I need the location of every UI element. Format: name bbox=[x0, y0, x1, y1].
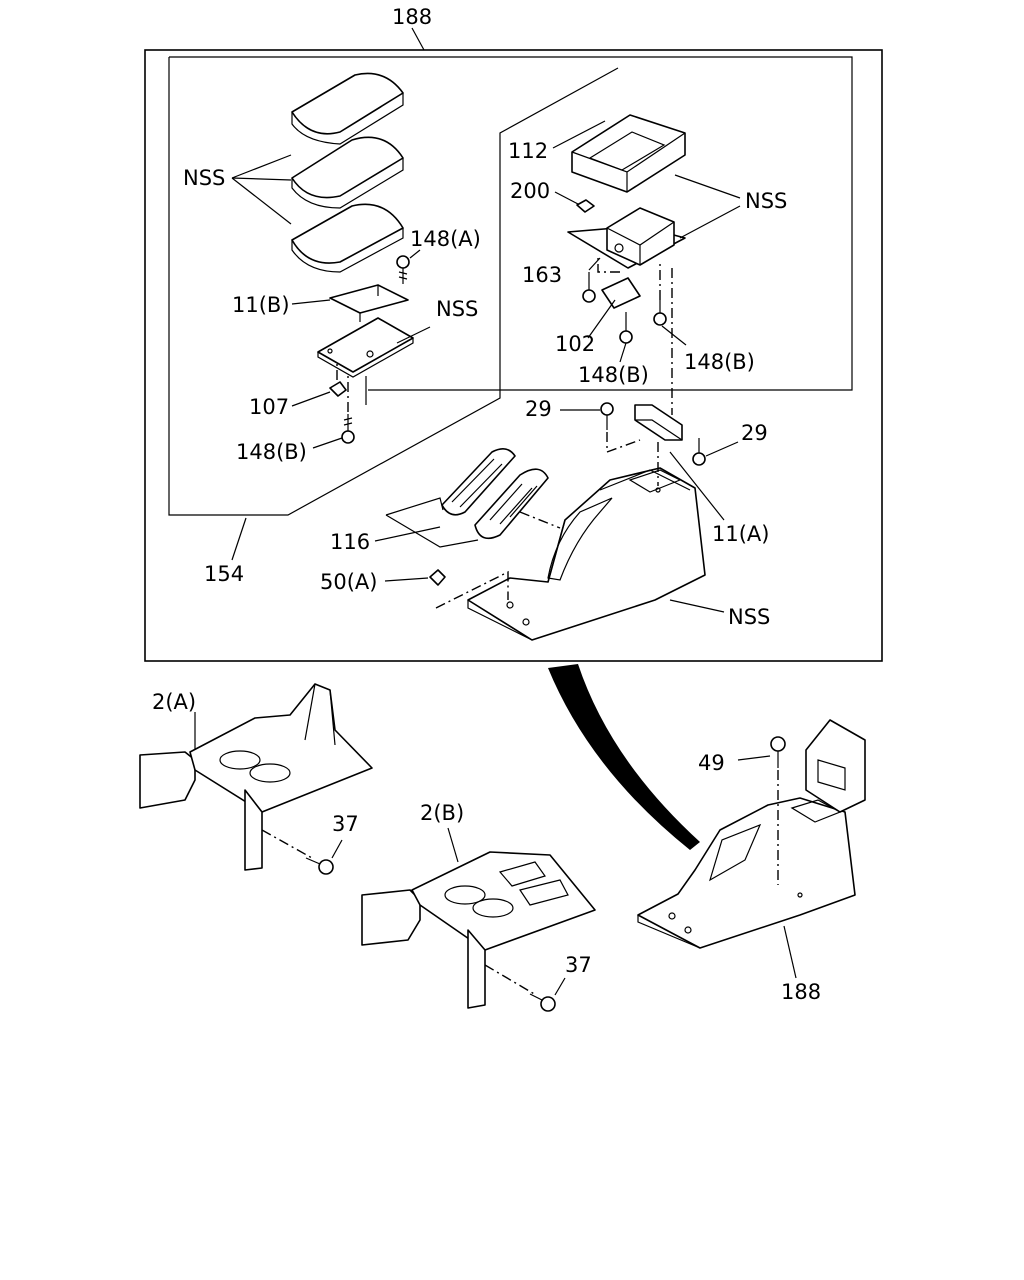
label-107: 107 bbox=[249, 395, 289, 419]
label-37-b: 37 bbox=[565, 953, 592, 977]
bracket-112-box bbox=[571, 114, 686, 193]
screw-37-b bbox=[529, 977, 566, 1012]
screw-29-right bbox=[692, 438, 739, 466]
console-nss bbox=[467, 467, 706, 641]
screw-29-left bbox=[560, 402, 641, 453]
screw-148b-right bbox=[653, 262, 667, 326]
label-nss-mid-left: NSS bbox=[436, 297, 478, 321]
inner-frame-left bbox=[168, 57, 619, 516]
label-11b: 11(B) bbox=[232, 293, 290, 317]
inner-frame-top bbox=[169, 56, 853, 391]
screw-148a bbox=[396, 249, 421, 284]
label-2b: 2(B) bbox=[420, 801, 464, 825]
label-200: 200 bbox=[510, 179, 550, 203]
label-148a: 148(A) bbox=[410, 227, 481, 251]
base-plate bbox=[317, 317, 414, 378]
outer-frame bbox=[144, 49, 883, 662]
label-148b-right: 148(B) bbox=[684, 350, 755, 374]
nut-200 bbox=[576, 199, 595, 213]
label-29-left: 29 bbox=[525, 397, 552, 421]
screw-148b-left bbox=[341, 374, 355, 444]
label-nss-upper-right: NSS bbox=[745, 189, 787, 213]
label-112: 112 bbox=[508, 139, 548, 163]
label-102: 102 bbox=[555, 332, 595, 356]
label-11a: 11(A) bbox=[712, 522, 769, 546]
console-2a bbox=[139, 683, 373, 871]
label-2a: 2(A) bbox=[152, 690, 196, 714]
label-116: 116 bbox=[330, 530, 370, 554]
label-49: 49 bbox=[698, 751, 725, 775]
label-37-a: 37 bbox=[332, 812, 359, 836]
bracket-block bbox=[567, 207, 686, 269]
armrest-lid-1 bbox=[291, 72, 404, 145]
transition-arrow bbox=[548, 664, 700, 850]
label-50a: 50(A) bbox=[320, 570, 377, 594]
screw-37-a bbox=[305, 839, 343, 875]
label-154: 154 bbox=[204, 562, 244, 586]
console-188 bbox=[637, 719, 866, 949]
screw-148b-mid bbox=[619, 312, 633, 344]
label-nss-lower: NSS bbox=[728, 605, 770, 629]
label-188-top: 188 bbox=[392, 5, 432, 29]
clip-107 bbox=[329, 360, 347, 397]
armrest-lid-3 bbox=[291, 203, 404, 273]
label-163: 163 bbox=[522, 263, 562, 287]
label-148b-mid: 148(B) bbox=[578, 363, 649, 387]
screw-49 bbox=[737, 736, 786, 885]
label-148b-left: 148(B) bbox=[236, 440, 307, 464]
shift-boot-116 bbox=[441, 448, 549, 540]
screw-163 bbox=[582, 257, 601, 303]
clip-50a bbox=[384, 569, 446, 586]
bracket-11b bbox=[329, 284, 409, 322]
label-188-bottom: 188 bbox=[781, 980, 821, 1004]
bracket-11a bbox=[634, 404, 683, 441]
console-2b bbox=[361, 851, 596, 1009]
armrest-lid-2 bbox=[291, 136, 404, 209]
bracket-102 bbox=[601, 277, 641, 309]
label-nss-upper-left: NSS bbox=[183, 166, 225, 190]
label-29-right: 29 bbox=[741, 421, 768, 445]
